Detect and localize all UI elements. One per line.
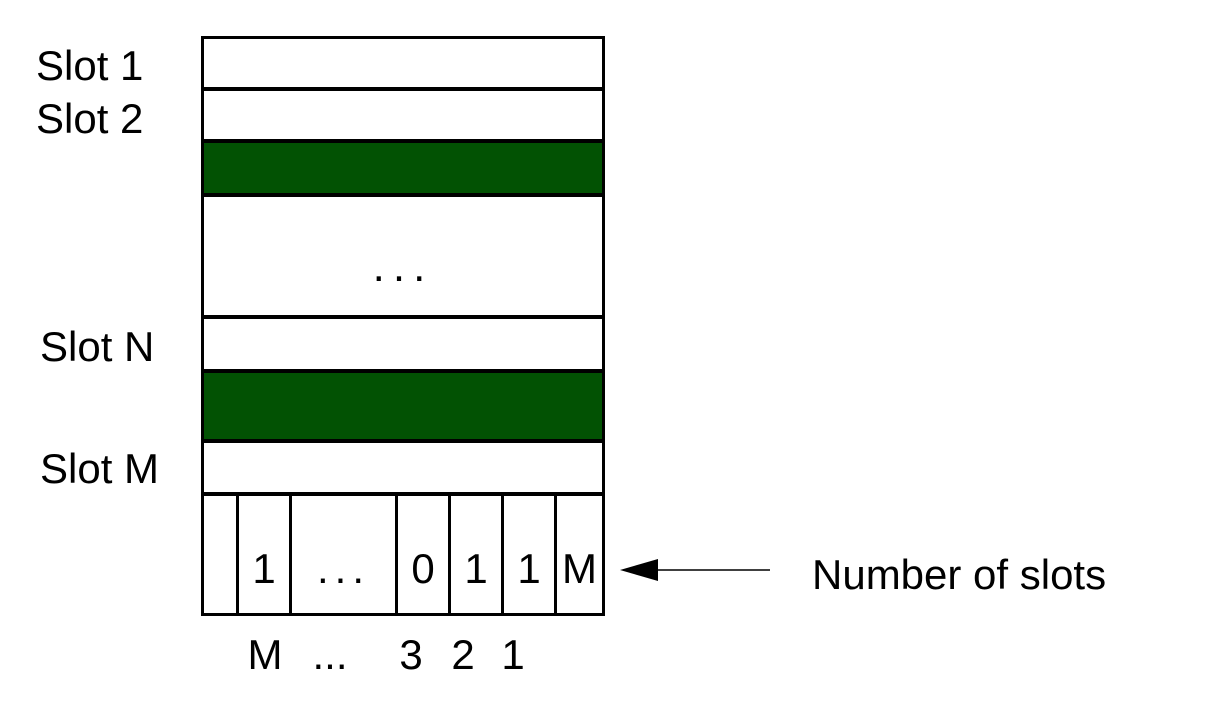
slot-n-box [201,316,605,372]
slot-bitmap: 1 ... 0 1 1 M [201,493,605,616]
slot-1-box [201,36,605,90]
slot-1-label: Slot 1 [36,42,144,89]
bit-index-2: 2 [451,631,475,678]
slot-n-label: Slot N [40,323,155,370]
used-slot-block-1 [201,140,605,196]
slot-m-label: Slot M [40,445,160,492]
bitmap-cell-2: 1 [451,496,504,613]
used-slot-block-2 [201,370,605,442]
bitmap-cell-1b: 1 [504,496,557,613]
ellipsis-region: ... [201,194,605,318]
slot-2-box [201,88,605,142]
slot-2-label: Slot 2 [36,95,144,142]
bit-index-3: 3 [399,631,423,678]
bitmap-cell-1: 1 [239,496,292,613]
bitmap-cell-ellipsis: ... [292,496,398,613]
bitmap-cell-count: M [562,544,597,592]
number-of-slots-label: Number of slots [812,551,1107,598]
bit-index-ellipsis: ... [312,631,348,678]
left-arrow-icon [620,559,770,581]
bitmap-cell-0 [204,496,239,613]
ellipsis-text: ... [372,242,434,291]
slot-m-box [201,440,605,495]
bitmap-cell-3: 0 [398,496,451,613]
bit-index-m: M [247,631,283,678]
bit-index-1: 1 [501,631,525,678]
